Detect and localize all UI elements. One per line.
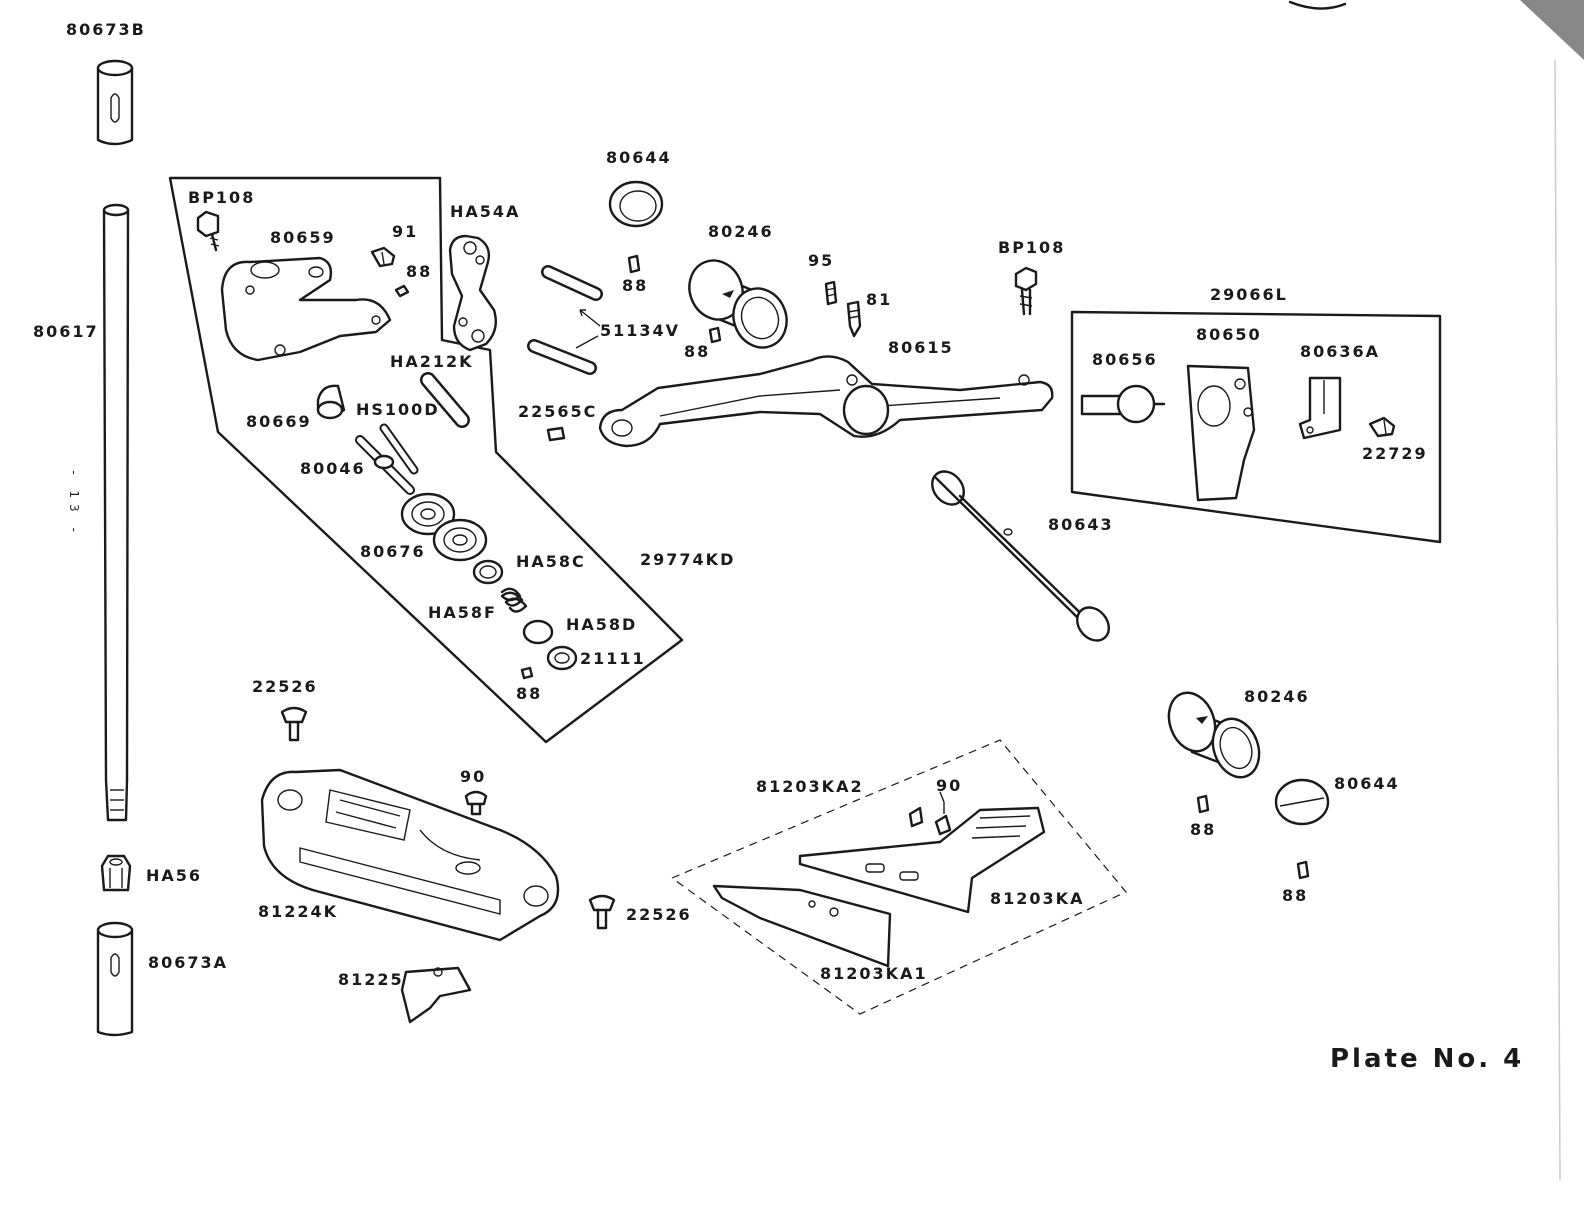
screw-bp108-right-part (1016, 268, 1036, 314)
label-ha58d: HA58D (566, 617, 637, 633)
label-88-a: 88 (406, 264, 432, 280)
label-80644-lower: 80644 (1334, 776, 1400, 792)
label-80643: 80643 (1048, 517, 1114, 533)
setscrew-88-a-part (396, 286, 408, 296)
screw-81-part (848, 302, 860, 336)
label-29066l: 29066L (1210, 287, 1288, 303)
screw-bp108-left-part (198, 212, 219, 250)
label-80656: 80656 (1092, 352, 1158, 368)
label-81224k: 81224K (258, 904, 338, 920)
screws-90-right-part (910, 792, 950, 834)
screw-22565c-part (548, 428, 564, 440)
label-91: 91 (392, 224, 418, 240)
plate-title: Plate No. 4 (1330, 1044, 1524, 1074)
label-22526-left: 22526 (252, 679, 318, 695)
label-88-c: 88 (684, 344, 710, 360)
label-80669: 80669 (246, 414, 312, 430)
label-81203ka: 81203KA (990, 891, 1084, 907)
bushing-80673b-part (98, 61, 132, 144)
label-hs100d: HS100D (356, 402, 440, 418)
screw-91-part (372, 248, 394, 266)
label-95: 95 (808, 253, 834, 269)
label-ha58f: HA58F (428, 605, 497, 621)
collar-21111-part (548, 647, 576, 669)
washer-ha58d-part (524, 621, 552, 643)
label-90-right: 90 (936, 778, 962, 794)
screw-22729-part (1370, 418, 1394, 436)
block-80650-part (1188, 366, 1254, 500)
spring-ha58f-part (502, 589, 526, 612)
setscrew-88-d-part (522, 668, 532, 678)
knife-holder-81203ka1-part (714, 886, 890, 966)
label-80673a: 80673A (148, 955, 228, 971)
label-81203ka2: 81203KA2 (756, 779, 864, 795)
label-80636a: 80636A (1300, 344, 1380, 360)
ball-stud-80656-part (1082, 386, 1164, 422)
link-ha54a-part (450, 236, 496, 350)
setscrew-88-e-part (1198, 796, 1208, 812)
pins-51134v-part (534, 272, 600, 368)
guide-81225-part (402, 968, 470, 1022)
label-90-left: 90 (460, 769, 486, 785)
shaft-80617-part (104, 205, 128, 820)
label-81225: 81225 (338, 972, 404, 988)
label-81: 81 (866, 292, 892, 308)
fork-80636a-part (1300, 378, 1340, 438)
label-80659: 80659 (270, 230, 336, 246)
page-number: - 13 - (67, 470, 81, 538)
setscrew-88-b-part (629, 256, 639, 272)
bushing-80673a-part (98, 923, 132, 1035)
shaft-80643-part (926, 465, 1116, 647)
label-ha54a: HA54A (450, 204, 520, 220)
screw-22526-left-part (282, 708, 306, 740)
label-81203ka1: 81203KA1 (820, 966, 928, 982)
washer-ha58c-part (474, 561, 502, 583)
page-edge (1555, 60, 1560, 1180)
label-ha212k: HA212K (390, 354, 474, 370)
label-80644-upper: 80644 (606, 150, 672, 166)
label-80615: 80615 (888, 340, 954, 356)
label-80676: 80676 (360, 544, 426, 560)
bushing-80246-upper-part (681, 252, 796, 355)
cap-80644-upper-part (610, 182, 662, 226)
label-22729: 22729 (1362, 446, 1428, 462)
label-80650: 80650 (1196, 327, 1262, 343)
label-80673b: 80673B (66, 22, 146, 38)
bracket-80659-part (222, 258, 390, 360)
label-88-d: 88 (516, 686, 542, 702)
label-88-b: 88 (622, 278, 648, 294)
label-29774kd: 29774KD (640, 552, 735, 568)
nut-ha56-part (102, 856, 130, 890)
label-22526-right: 22526 (626, 907, 692, 923)
label-80046: 80046 (300, 461, 366, 477)
label-21111: 21111 (580, 651, 646, 667)
setscrew-88-f-part (1298, 862, 1308, 878)
label-ha58c: HA58C (516, 554, 586, 570)
label-80246-upper: 80246 (708, 224, 774, 240)
label-ha56: HA56 (146, 868, 202, 884)
label-80617: 80617 (33, 324, 99, 340)
label-88-f: 88 (1282, 888, 1308, 904)
label-22565c: 22565C (518, 404, 597, 420)
label-51134v: 51134V (600, 323, 680, 339)
label-bp108-left: BP108 (188, 190, 255, 206)
spring-95-part (826, 282, 836, 304)
label-88-e: 88 (1190, 822, 1216, 838)
top-smudge (1290, 2, 1345, 9)
cap-80644-lower-part (1276, 780, 1328, 824)
corner-shadow (1520, 0, 1584, 60)
label-80246-lower: 80246 (1244, 689, 1310, 705)
label-bp108-right: BP108 (998, 240, 1065, 256)
bushing-80669-part (318, 386, 344, 418)
lever-80615-part (600, 356, 1052, 446)
screw-90-left-part (466, 792, 486, 814)
setscrew-88-c-part (710, 328, 720, 342)
screw-22526-right-part (590, 896, 614, 928)
